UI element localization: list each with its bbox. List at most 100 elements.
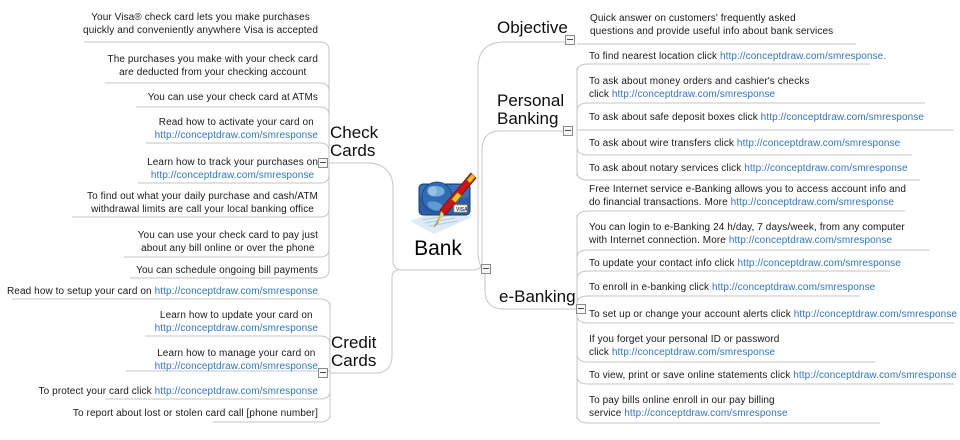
hyperlink[interactable]: http://conceptdraw.com/smresponse — [793, 309, 958, 320]
hyperlink[interactable]: http://conceptdraw.com/smresponse — [624, 407, 788, 419]
hyperlink[interactable]: http://conceptdraw.com/smresponse — [730, 196, 894, 208]
note-line: To ask about notary services click http:… — [589, 163, 908, 176]
note-text: To find nearest location click — [589, 51, 720, 62]
hyperlink[interactable]: http://conceptdraw.com/smresponse — [728, 234, 893, 246]
topic-label-line: Cards — [330, 141, 376, 160]
note-line: To view, print or save online statements… — [589, 370, 957, 383]
note-text: To enroll in e-banking click — [589, 282, 712, 293]
hyperlink[interactable]: http://conceptdraw.com/smresponse — [611, 88, 776, 100]
note-text: To ask about notary services click — [589, 163, 745, 174]
note-cr1: Read how to setup your card on http://co… — [7, 286, 318, 299]
note-ob1: Quick answer on customers' frequently as… — [590, 13, 833, 38]
note-line: click http://conceptdraw.com/smresponse — [589, 347, 779, 360]
note-line: Read how to activate your card on — [155, 117, 318, 130]
note-eb6: If you forget your personal ID or passwo… — [589, 334, 779, 359]
note-text: To ask about money orders and cashier's … — [589, 76, 810, 87]
note-line: Learn how to manage your card on — [155, 348, 318, 361]
note-eb2: You can login to e-Banking 24 h/day, 7 d… — [589, 222, 905, 247]
collapse-toggle-personal-banking[interactable] — [563, 126, 573, 136]
note-eb1: Free Internet service e-Banking allows y… — [589, 184, 906, 209]
note-text: Learn how to track your purchases on — [147, 157, 318, 168]
note-text: with Internet connection. More — [589, 234, 729, 246]
note-line: do financial transactions. More http://c… — [589, 197, 906, 210]
note-line: To enroll in e-banking click http://conc… — [589, 282, 875, 295]
note-eb7: To view, print or save online statements… — [589, 370, 957, 383]
note-line: To ask about money orders and cashier's … — [589, 76, 810, 89]
note-text: Free Internet service e-Banking allows y… — [589, 184, 907, 195]
hyperlink[interactable]: http://conceptdraw.com/smresponse — [744, 163, 908, 174]
topic-label-line: Personal — [497, 91, 565, 110]
note-line: about any bill online or over the phone — [138, 243, 318, 256]
topic-objective[interactable]: Objective — [497, 19, 568, 37]
note-text: You can use your check card to pay just — [137, 230, 318, 241]
hyperlink[interactable]: http://conceptdraw.com/smresponse — [611, 346, 776, 358]
note-cr4: To protect your card click http://concep… — [39, 386, 318, 399]
note-line: http://conceptdraw.com/smresponse — [155, 361, 318, 374]
svg-text:VISA: VISA — [456, 207, 468, 213]
hyperlink[interactable]: http://conceptdraw.com/smresponse — [154, 129, 318, 141]
topic-label-line: e-Banking — [499, 287, 576, 306]
note-pb5: To ask about notary services click http:… — [589, 163, 908, 176]
note-line: questions and provide useful info about … — [590, 26, 833, 39]
note-cc2: The purchases you make with your check c… — [107, 54, 318, 79]
collapse-toggle-credit-cards[interactable] — [318, 368, 328, 378]
topic-e-banking[interactable]: e-Banking — [499, 288, 576, 306]
note-line: You can login to e-Banking 24 h/day, 7 d… — [589, 222, 905, 235]
note-line: To update your contact info click http:/… — [589, 258, 901, 271]
central-topic-bank[interactable]: Bank — [414, 237, 462, 260]
note-text: questions and provide useful info about … — [590, 25, 834, 37]
note-pb4: To ask about wire transfers click http:/… — [589, 138, 900, 151]
hyperlink[interactable]: http://conceptdraw.com/smresponse — [736, 138, 901, 149]
hyperlink[interactable]: http://conceptdraw.com/smresponse — [154, 322, 318, 334]
note-text: To set up or change your account alerts … — [589, 309, 794, 320]
credit-card-pen-icon: VISA — [408, 171, 478, 237]
note-line: You can schedule ongoing bill payments — [136, 265, 318, 278]
note-text: click — [589, 346, 612, 358]
note-line: quickly and conveniently anywhere Visa i… — [83, 25, 318, 38]
note-line: To ask about wire transfers click http:/… — [589, 138, 900, 151]
note-pb1: To find nearest location click http://co… — [589, 51, 886, 64]
hyperlink[interactable]: http://conceptdraw.com/smresponse — [711, 282, 876, 293]
note-line: Learn how to track your purchases on — [147, 157, 318, 170]
note-text: about any bill online or over the phone — [141, 242, 315, 254]
note-line: Your Visa® check card lets you make purc… — [83, 12, 318, 25]
note-text: withdrawal limits are call your local ba… — [91, 203, 314, 215]
collapse-toggle-objective[interactable] — [565, 35, 575, 45]
note-eb5: To set up or change your account alerts … — [589, 309, 957, 322]
hyperlink[interactable]: http://conceptdraw.com/smresponse — [154, 360, 318, 372]
note-line: are deducted from your checking account — [107, 67, 318, 80]
note-line: http://conceptdraw.com/smresponse — [155, 323, 318, 336]
note-line: Quick answer on customers' frequently as… — [590, 13, 833, 26]
hyperlink[interactable]: http://conceptdraw.com/smresponse. — [719, 51, 887, 62]
note-line: service http://conceptdraw.com/smrespons… — [589, 408, 788, 421]
note-text: To ask about wire transfers click — [589, 138, 737, 149]
note-line: To protect your card click http://concep… — [39, 386, 318, 399]
collapse-toggle-e-banking[interactable] — [576, 304, 586, 314]
collapse-toggle-check-cards[interactable] — [318, 158, 328, 168]
hyperlink[interactable]: http://conceptdraw.com/smresponse — [760, 112, 925, 123]
note-text: quickly and conveniently anywhere Visa i… — [83, 24, 318, 36]
note-line: To set up or change your account alerts … — [589, 309, 957, 322]
note-cc3: You can use your check card at ATMs — [148, 92, 318, 105]
note-text: The purchases you make with your check c… — [107, 54, 318, 65]
note-line: click http://conceptdraw.com/smresponse — [589, 89, 810, 102]
note-text: You can schedule ongoing bill payments — [136, 265, 318, 276]
note-line: with Internet connection. More http://co… — [589, 235, 905, 248]
hyperlink[interactable]: http://conceptdraw.com/smresponse — [737, 258, 901, 269]
hyperlink[interactable]: http://conceptdraw.com/smresponse — [150, 169, 315, 181]
note-line: To pay bills online enroll in our pay bi… — [589, 395, 788, 408]
hyperlink[interactable]: http://conceptdraw.com/smresponse — [154, 386, 318, 397]
note-eb8: To pay bills online enroll in our pay bi… — [589, 395, 788, 420]
note-line: To find out what your daily purchase and… — [87, 191, 318, 204]
hyperlink[interactable]: http://conceptdraw.com/smresponse — [154, 286, 318, 297]
collapse-toggle-bank[interactable] — [481, 264, 491, 274]
note-text: To view, print or save online statements… — [589, 370, 794, 381]
topic-label-line: Check — [330, 123, 379, 142]
hyperlink[interactable]: http://conceptdraw.com/smresponse — [793, 370, 957, 381]
